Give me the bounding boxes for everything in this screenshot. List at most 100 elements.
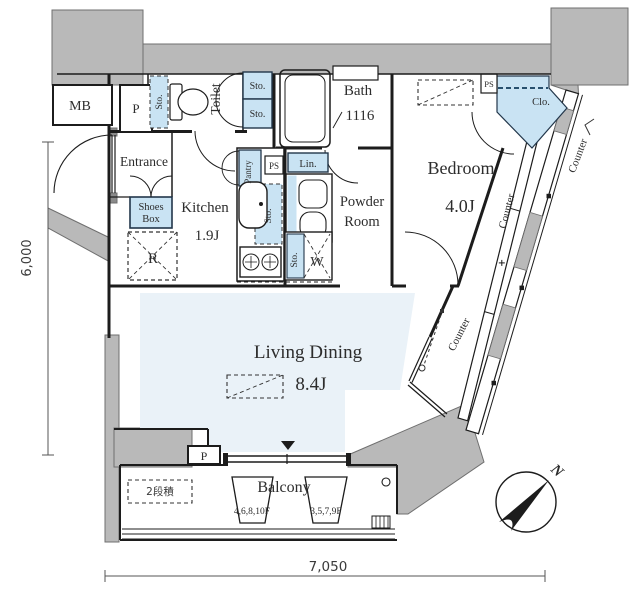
outer-walls (47, 7, 629, 543)
washer-storage (286, 233, 305, 279)
bathtub-outer (279, 69, 331, 148)
pipe-box-top (119, 84, 153, 133)
bedroom-beam-dashed (417, 79, 474, 106)
toilet-storage-label: Sto. (155, 94, 165, 109)
counter-label-outer: Counter (566, 137, 590, 175)
powder-room (284, 152, 333, 281)
toilet-bowl (177, 88, 209, 116)
floors-even-label: 4,6,8,10F (234, 507, 270, 517)
washer-label: W (310, 255, 324, 270)
pipe-box-bottom-label: P (201, 449, 208, 463)
bedroom-size-label: 4.0J (445, 196, 475, 216)
shoes-box (129, 175, 173, 229)
storage-box-lower (242, 98, 273, 129)
dimension-width-label: 7,050 (309, 559, 348, 575)
closet-area (480, 73, 568, 149)
bath-size-label: 1116 (346, 108, 375, 124)
pipe-box-top-label: P (132, 101, 139, 116)
living-beam-dashed (226, 374, 284, 399)
bath-counter (332, 65, 379, 81)
meter-box (52, 84, 113, 126)
shoes-box-door-arc (150, 175, 173, 198)
pantry-label: Pantry (243, 160, 253, 184)
washer-storage-label: Sto. (290, 252, 300, 267)
wall-top-left-block (51, 9, 144, 86)
balcony-label: Balcony (257, 479, 310, 496)
kitchen-storage-label: Sto. (264, 208, 274, 223)
leader-end-square (440, 309, 444, 313)
compass-needle (499, 480, 549, 531)
corridor-dashed-leader (423, 314, 442, 366)
wall-entrance-wedge (47, 207, 111, 263)
bathtub-inner (284, 74, 326, 143)
fridge-label: R (148, 251, 158, 267)
stack-note-box (127, 479, 193, 504)
balcony-drain (381, 477, 391, 487)
entrance-door (53, 134, 116, 194)
entrance-door-arc (53, 134, 113, 194)
wash-basin (298, 179, 328, 209)
partition-board-right (304, 476, 348, 524)
shoes-box-door-arc (129, 175, 152, 198)
faucet (259, 202, 263, 206)
powder-label-1: Powder (340, 194, 384, 210)
drain-grate-lines (375, 516, 389, 528)
partition-board-left (231, 476, 274, 524)
compass (495, 471, 557, 533)
toilet-storage (149, 75, 169, 129)
closet-door-arc (471, 111, 515, 155)
vanity-side (287, 175, 297, 241)
washer-cross (303, 233, 331, 279)
window-wall-segment (487, 303, 516, 360)
pantry-door-arc (221, 167, 240, 186)
burner (261, 253, 279, 271)
dimension-height-label: 6,000 (20, 239, 35, 276)
diagonal-window-wall (465, 89, 583, 436)
closet-label: Clo. (532, 97, 550, 108)
bath-label-leader (332, 111, 343, 129)
wall-bottom-left-block (113, 427, 193, 468)
kitchen-size-label: 1.9J (195, 228, 220, 244)
wall-bottom-right-wedge (347, 403, 485, 515)
kitchen-counter (221, 147, 285, 282)
wall-top-right-block (550, 7, 629, 86)
fridge-space (127, 231, 178, 281)
window-mullion-tick (491, 380, 496, 386)
counter-bracket (584, 118, 595, 136)
burner (242, 253, 260, 271)
pipe-shaft-kitchen-label: PS (269, 161, 279, 171)
drain-grate (371, 515, 391, 529)
utility-boxes (52, 84, 221, 465)
pantry-door-arc (221, 150, 240, 169)
meter-box-label: MB (69, 99, 91, 114)
toilet-label: Toilet (208, 83, 223, 115)
storage-upper-label: Sto. (250, 81, 266, 92)
dimension-lines (42, 141, 546, 582)
counter-label-lower: Counter (446, 316, 473, 353)
living-size-label: 8.4J (295, 374, 326, 395)
shoes-box-label-1: Shoes (138, 202, 163, 213)
shoes-box-label-2: Box (142, 214, 160, 225)
bedroom-items (404, 79, 515, 286)
powder-label-2: Room (344, 214, 380, 230)
kitchen-label: Kitchen (181, 200, 229, 216)
toilet-room (149, 71, 273, 172)
bedroom-door-arc (404, 231, 459, 286)
living-label: Living Dining (254, 342, 363, 363)
leader-end-circle (418, 364, 426, 372)
storage-door-arc (215, 72, 244, 101)
storage-box-upper (242, 71, 273, 100)
linen-box (287, 152, 329, 173)
stack-note-label: 2段積 (146, 485, 174, 498)
bath-room (279, 65, 379, 184)
window-mullion-tick (546, 193, 551, 199)
window-mullion-tick (519, 285, 524, 291)
pipe-shaft-kitchen (264, 155, 284, 175)
storage-door-arc (215, 99, 244, 128)
linen-label: Lin. (299, 159, 316, 170)
toilet-door-arc (194, 130, 236, 172)
balcony-railing (122, 528, 395, 540)
entrance-label: Entrance (120, 154, 168, 169)
floors-odd-label: 3,5,7,9F (310, 507, 341, 517)
